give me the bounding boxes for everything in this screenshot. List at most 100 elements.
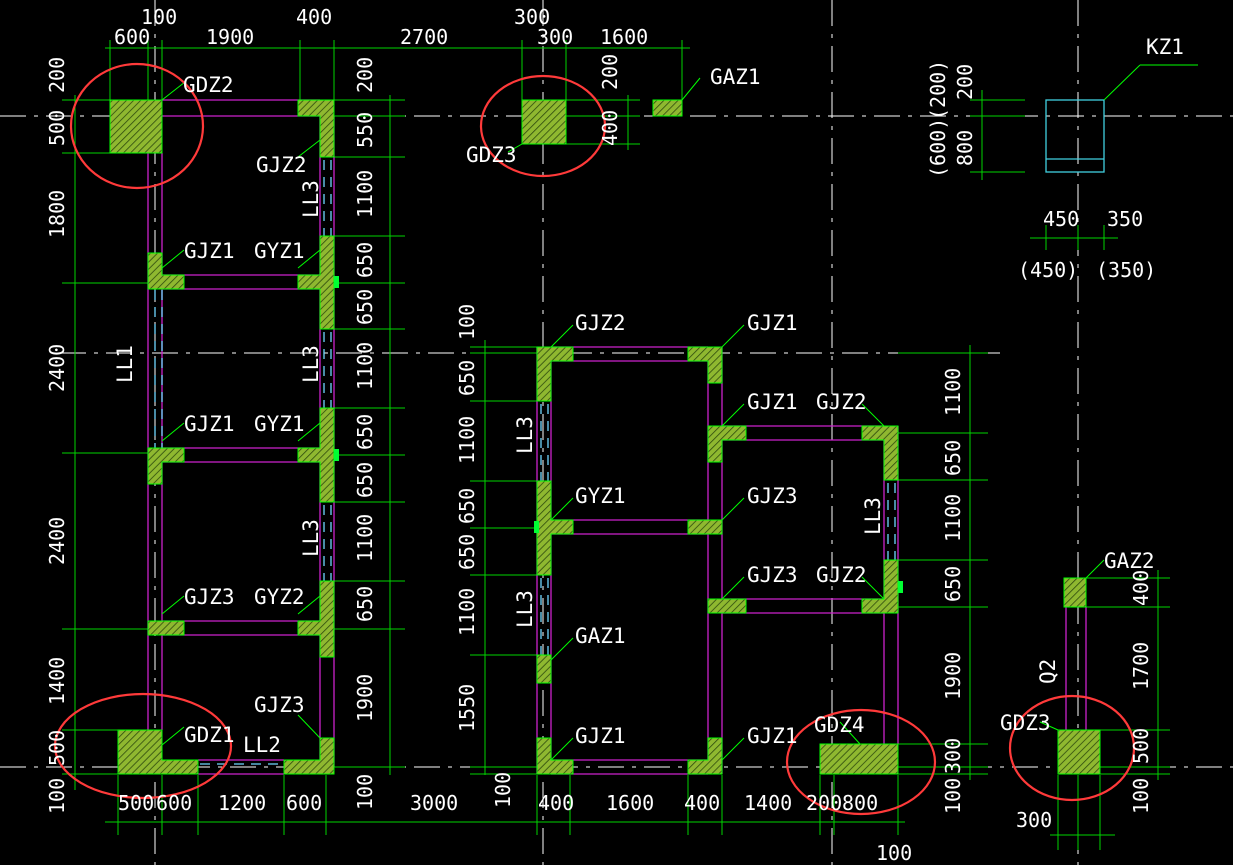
label-gjz1: GJZ1 [747, 311, 798, 335]
dimension-lines [62, 40, 1170, 850]
dim-text: 650 [941, 566, 965, 602]
dim-text: 300 [537, 25, 573, 49]
label-gaz1: GAZ1 [710, 65, 761, 89]
dim-text: 1100 [941, 494, 965, 542]
label-gdz3: GDZ3 [466, 143, 517, 167]
label-gyz2: GYZ2 [254, 585, 305, 609]
dim-text: 100 [876, 841, 912, 865]
label-ll3: LL3 [513, 416, 537, 454]
label-gjz3: GJZ3 [184, 585, 235, 609]
dim-text: 600 [286, 791, 322, 815]
label-gjz2: GJZ2 [816, 390, 867, 414]
coupling-beams [154, 160, 896, 765]
label-gdz4: GDZ4 [814, 713, 865, 737]
dim-text: 500 [45, 110, 69, 146]
dim-text: 100 [141, 5, 177, 29]
dim-text: 1400 [45, 657, 69, 705]
dim-text: 200 [953, 64, 977, 100]
dim-text: (200) [926, 60, 950, 120]
label-gjz2: GJZ2 [256, 153, 307, 177]
dim-text: 1900 [941, 652, 965, 700]
dim-text: 1100 [455, 588, 479, 636]
dim-text: 1200 [218, 791, 266, 815]
dim-text: 1400 [744, 791, 792, 815]
label-kz1: KZ1 [1146, 35, 1184, 59]
columns [109, 99, 1101, 775]
dim-text: 300 [941, 738, 965, 774]
dim-text: 500 [45, 730, 69, 766]
dim-text: 100 [491, 772, 515, 808]
dim-text: (350) [1096, 258, 1156, 282]
dim-text: 650 [353, 414, 377, 450]
highlight-circles [53, 62, 1136, 816]
dim-text: (600) [926, 118, 950, 178]
dim-text: 1550 [455, 684, 479, 732]
dim-text: 1100 [941, 368, 965, 416]
kz1-column-outline [1045, 99, 1105, 173]
dim-text: 600 [114, 25, 150, 49]
dim-text: 400 [684, 791, 720, 815]
label-gjz1: GJZ1 [184, 239, 235, 263]
label-gaz2: GAZ2 [1104, 549, 1155, 573]
dim-text: 350 [1107, 207, 1143, 231]
leader-lines [161, 64, 1198, 761]
label-gjz1: GJZ1 [575, 724, 626, 748]
label-gjz3: GJZ3 [254, 693, 305, 717]
component-labels: GDZ2 GJZ2 LL3 GJZ1 GYZ1 LL1 LL3 GJZ1 GYZ… [113, 35, 1184, 757]
label-gjz3: GJZ3 [747, 484, 798, 508]
label-gjz3: GJZ3 [747, 563, 798, 587]
dim-text: 100 [1129, 778, 1153, 814]
label-gdz1: GDZ1 [184, 723, 235, 747]
label-gjz1: GJZ1 [747, 390, 798, 414]
label-ll3: LL3 [299, 345, 323, 383]
dim-text: 1100 [353, 514, 377, 562]
dim-text: 300 [514, 5, 550, 29]
label-gjz2: GJZ2 [575, 311, 626, 335]
dim-text: 500 [118, 791, 154, 815]
dim-text: 300 [1016, 808, 1052, 832]
label-ll3: LL3 [299, 519, 323, 557]
label-gjz1: GJZ1 [747, 724, 798, 748]
dim-text: 650 [353, 462, 377, 498]
dim-text: 2400 [45, 344, 69, 392]
dim-text: 100 [353, 774, 377, 810]
dim-text: 1100 [455, 416, 479, 464]
dim-text: 1900 [206, 25, 254, 49]
dim-text: 1700 [1129, 642, 1153, 690]
dim-text: 2700 [400, 25, 448, 49]
label-gdz2: GDZ2 [183, 73, 234, 97]
label-gdz3: GDZ3 [1000, 711, 1051, 735]
dim-text: 650 [455, 360, 479, 396]
dim-text: 400 [598, 110, 622, 146]
label-ll3: LL3 [861, 497, 885, 535]
dim-text: 100 [455, 304, 479, 340]
dim-text: 200 [353, 57, 377, 93]
dim-text: 100 [45, 778, 69, 814]
label-ll3: LL3 [299, 180, 323, 218]
dim-text: 400 [1129, 570, 1153, 606]
dim-text: 600 [156, 791, 192, 815]
dimension-texts: 100 600 1900 400 2700 300 300 1600 200 5… [45, 5, 1156, 865]
dim-text: 200 [45, 57, 69, 93]
dim-text: 1600 [606, 791, 654, 815]
dim-text: 3000 [410, 791, 458, 815]
dim-text: 650 [353, 242, 377, 278]
dim-text: 1900 [353, 674, 377, 722]
dim-text: (450) [1018, 258, 1078, 282]
label-ll2: LL2 [243, 733, 281, 757]
dim-text: 650 [353, 586, 377, 622]
dim-text: 450 [1043, 207, 1079, 231]
dim-text: 400 [296, 5, 332, 29]
dim-text: 100 [941, 778, 965, 814]
label-gyz1: GYZ1 [254, 412, 305, 436]
dim-text: 200 [806, 791, 842, 815]
label-ll1: LL1 [113, 345, 137, 383]
dim-text: 1100 [353, 342, 377, 390]
dim-text: 1100 [353, 170, 377, 218]
dim-text: 1600 [600, 25, 648, 49]
dim-text: 800 [953, 130, 977, 166]
label-gjz1: GJZ1 [184, 412, 235, 436]
dim-text: 550 [353, 112, 377, 148]
dim-text: 500 [1129, 728, 1153, 764]
